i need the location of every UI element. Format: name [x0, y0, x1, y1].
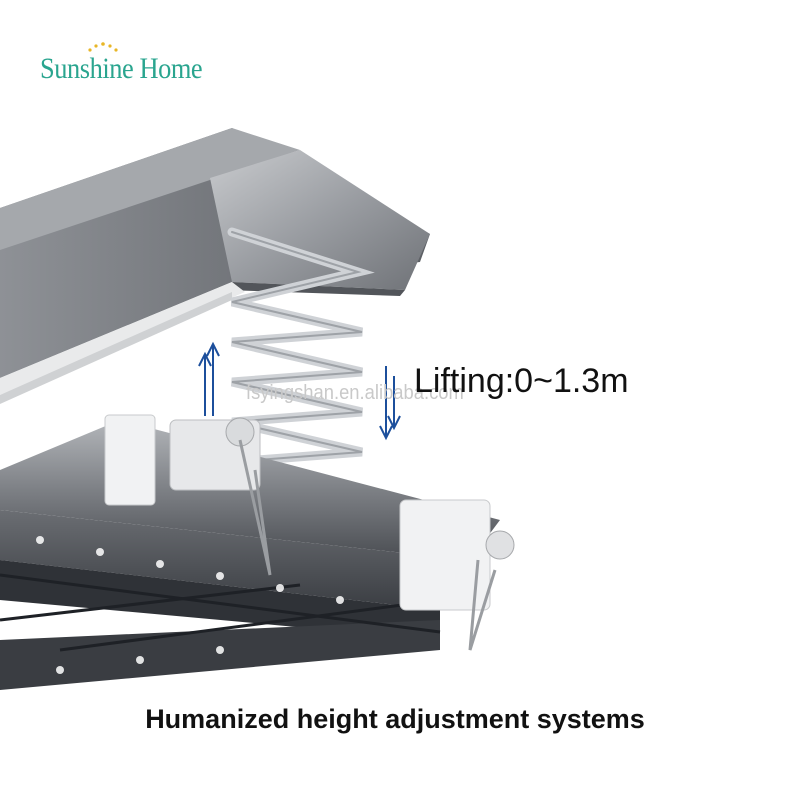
scissor-lift — [227, 227, 375, 467]
up-arrow-icon — [198, 341, 220, 416]
caption: Humanized height adjustment systems — [145, 704, 645, 734]
brand-logo: Sunshine Home — [40, 52, 203, 85]
watermark: fsyingshan.en.alibaba.com — [246, 382, 464, 404]
ceiling-unit — [0, 128, 430, 404]
down-arrow-icon — [379, 366, 401, 441]
sparkle-icon — [88, 42, 118, 52]
drying-bar — [0, 414, 515, 690]
lifting-range-label: Lifting:0~1.3m — [414, 362, 629, 400]
